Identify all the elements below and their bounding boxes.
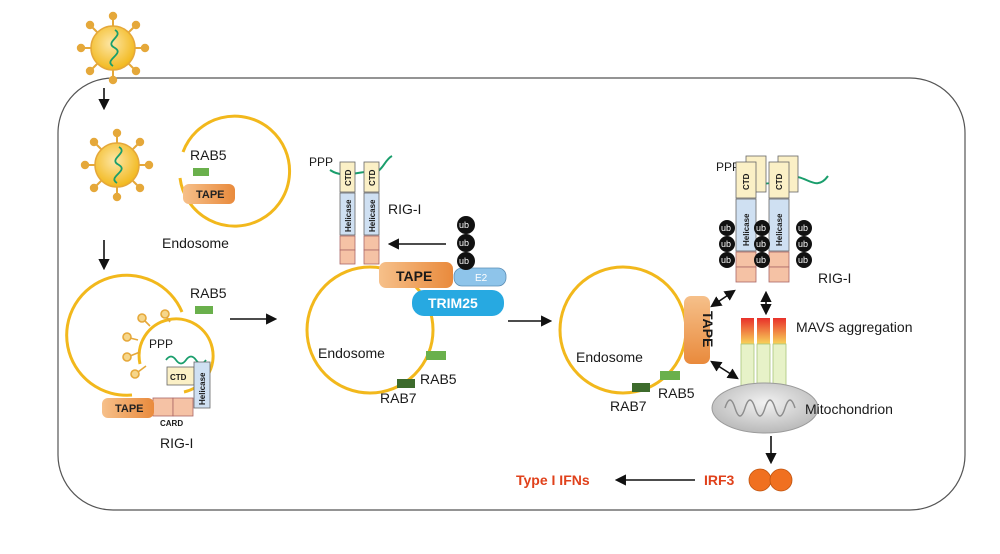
- helicase-domain: [193, 361, 211, 409]
- tape-protein: [684, 296, 710, 364]
- mitochondrion-icon: Mitochondrion: [711, 382, 893, 434]
- svg-text:ub: ub: [756, 255, 766, 265]
- tape-label: TAPE: [396, 268, 432, 284]
- rab5-label: RAB5: [190, 285, 227, 301]
- e2-label: E2: [475, 273, 488, 284]
- rab7-marker: [632, 383, 650, 392]
- endosome-stage4: Endosome TAPE RAB5 RAB7: [558, 265, 716, 414]
- svg-text:CTD: CTD: [344, 169, 353, 186]
- svg-text:Helicase: Helicase: [368, 199, 377, 232]
- ppp-label: PPP: [716, 160, 740, 174]
- rigi-label: RIG-I: [160, 435, 193, 451]
- card-domain: [152, 397, 174, 417]
- svg-text:CTD: CTD: [775, 173, 784, 190]
- rigi-label: RIG-I: [388, 201, 421, 217]
- cell-boundary: [57, 77, 966, 511]
- endosome-stage1: RAB5 TAPE Endosome: [80, 114, 292, 251]
- svg-text:ub: ub: [721, 223, 731, 233]
- e2-enzyme: [453, 267, 507, 287]
- rab5-marker: [660, 371, 680, 380]
- tape-rigi-arrow: [710, 289, 736, 308]
- rigi-oligomer: PPP CTD CTD Helicase Helicase ub ub ub u…: [716, 155, 851, 286]
- svg-text:ub: ub: [798, 255, 808, 265]
- virus-icon: [80, 128, 154, 202]
- mavs-aggregate: MAVS aggregation: [740, 318, 912, 387]
- card-domain: [172, 397, 194, 417]
- endosome-label: Endosome: [318, 345, 385, 361]
- svg-text:ub: ub: [756, 239, 766, 249]
- card-domain: [339, 249, 356, 265]
- svg-text:Helicase: Helicase: [742, 213, 751, 246]
- svg-text:ub: ub: [459, 238, 469, 248]
- trim25-label: TRIM25: [428, 295, 478, 311]
- helicase-domain: [363, 192, 380, 236]
- svg-text:Helicase: Helicase: [775, 213, 784, 246]
- svg-text:ub: ub: [459, 220, 469, 230]
- ctd-domain: [768, 161, 790, 199]
- rab5-label: RAB5: [658, 385, 695, 401]
- irf3-dimer: IRF3: [704, 468, 793, 492]
- ppp-label: PPP: [149, 337, 173, 351]
- ubiquitin-chain: ub ub ub: [796, 220, 812, 268]
- mitochondrion-label: Mitochondrion: [805, 401, 893, 417]
- rigi-complex: PPP CTD CTD Helicase Helicase RIG-I: [309, 155, 421, 265]
- svg-text:ub: ub: [756, 223, 766, 233]
- virus-icon: [76, 11, 150, 85]
- rab7-marker: [397, 379, 415, 388]
- svg-text:Helicase: Helicase: [344, 199, 353, 232]
- endosome-label: Endosome: [162, 235, 229, 251]
- svg-text:ub: ub: [798, 223, 808, 233]
- trim25-protein: [412, 290, 504, 316]
- ubiquitin-chain: ub ub ub: [457, 216, 475, 270]
- ctd-domain: [363, 161, 380, 193]
- svg-text:CTD: CTD: [368, 169, 377, 186]
- tape-label: TAPE: [700, 311, 716, 347]
- svg-text:CTD: CTD: [742, 173, 751, 190]
- endosome-stage3: Endosome RAB5 RAB7 TAPE TRIM25 E2 ub ub …: [305, 216, 507, 406]
- svg-text:ub: ub: [721, 239, 731, 249]
- card-domain: [768, 251, 790, 268]
- tape-label: TAPE: [196, 189, 225, 201]
- card-domain: [735, 266, 757, 283]
- card-label: CARD: [160, 419, 183, 428]
- svg-text:ub: ub: [798, 239, 808, 249]
- tape-label: TAPE: [115, 403, 144, 415]
- viral-particles: [122, 309, 171, 379]
- tape-protein: [183, 184, 235, 204]
- rab7-label: RAB7: [610, 398, 647, 414]
- helicase-domain: [339, 192, 356, 236]
- card-domain: [768, 266, 790, 283]
- card-domain: [363, 249, 380, 265]
- rigi-label: RIG-I: [818, 270, 851, 286]
- rab5-label: RAB5: [420, 371, 457, 387]
- ctd-label: CTD: [170, 373, 187, 382]
- endosome-label: Endosome: [576, 349, 643, 365]
- tape-protein: [379, 262, 453, 288]
- card-domain: [339, 235, 356, 251]
- viral-rna: [329, 155, 393, 176]
- rab5-label: RAB5: [190, 147, 227, 163]
- card-domain: [735, 251, 757, 268]
- ubiquitin-chain: ub ub ub: [719, 220, 735, 268]
- ubiquitin-chain: ub ub ub: [754, 220, 770, 268]
- card-domain: [363, 235, 380, 251]
- rab5-marker: [193, 168, 209, 176]
- ctd-domain: [339, 161, 356, 193]
- ifn-label: Type I IFNs: [516, 472, 590, 488]
- rab5-marker: [195, 306, 213, 314]
- tape-protein: [102, 398, 154, 418]
- ppp-label: PPP: [309, 155, 333, 169]
- ctd-domain: [735, 161, 757, 199]
- rab5-marker: [426, 351, 446, 360]
- svg-text:ub: ub: [459, 256, 469, 266]
- helicase-label: Helicase: [198, 372, 207, 405]
- mavs-label: MAVS aggregation: [796, 319, 912, 335]
- tape-mavs-arrow: [710, 360, 739, 380]
- rab7-label: RAB7: [380, 390, 417, 406]
- irf3-label: IRF3: [704, 472, 735, 488]
- endosome-stage2: PPP RAB5 CTD Helicase CARD TAPE RIG-I: [65, 273, 227, 451]
- svg-text:ub: ub: [721, 255, 731, 265]
